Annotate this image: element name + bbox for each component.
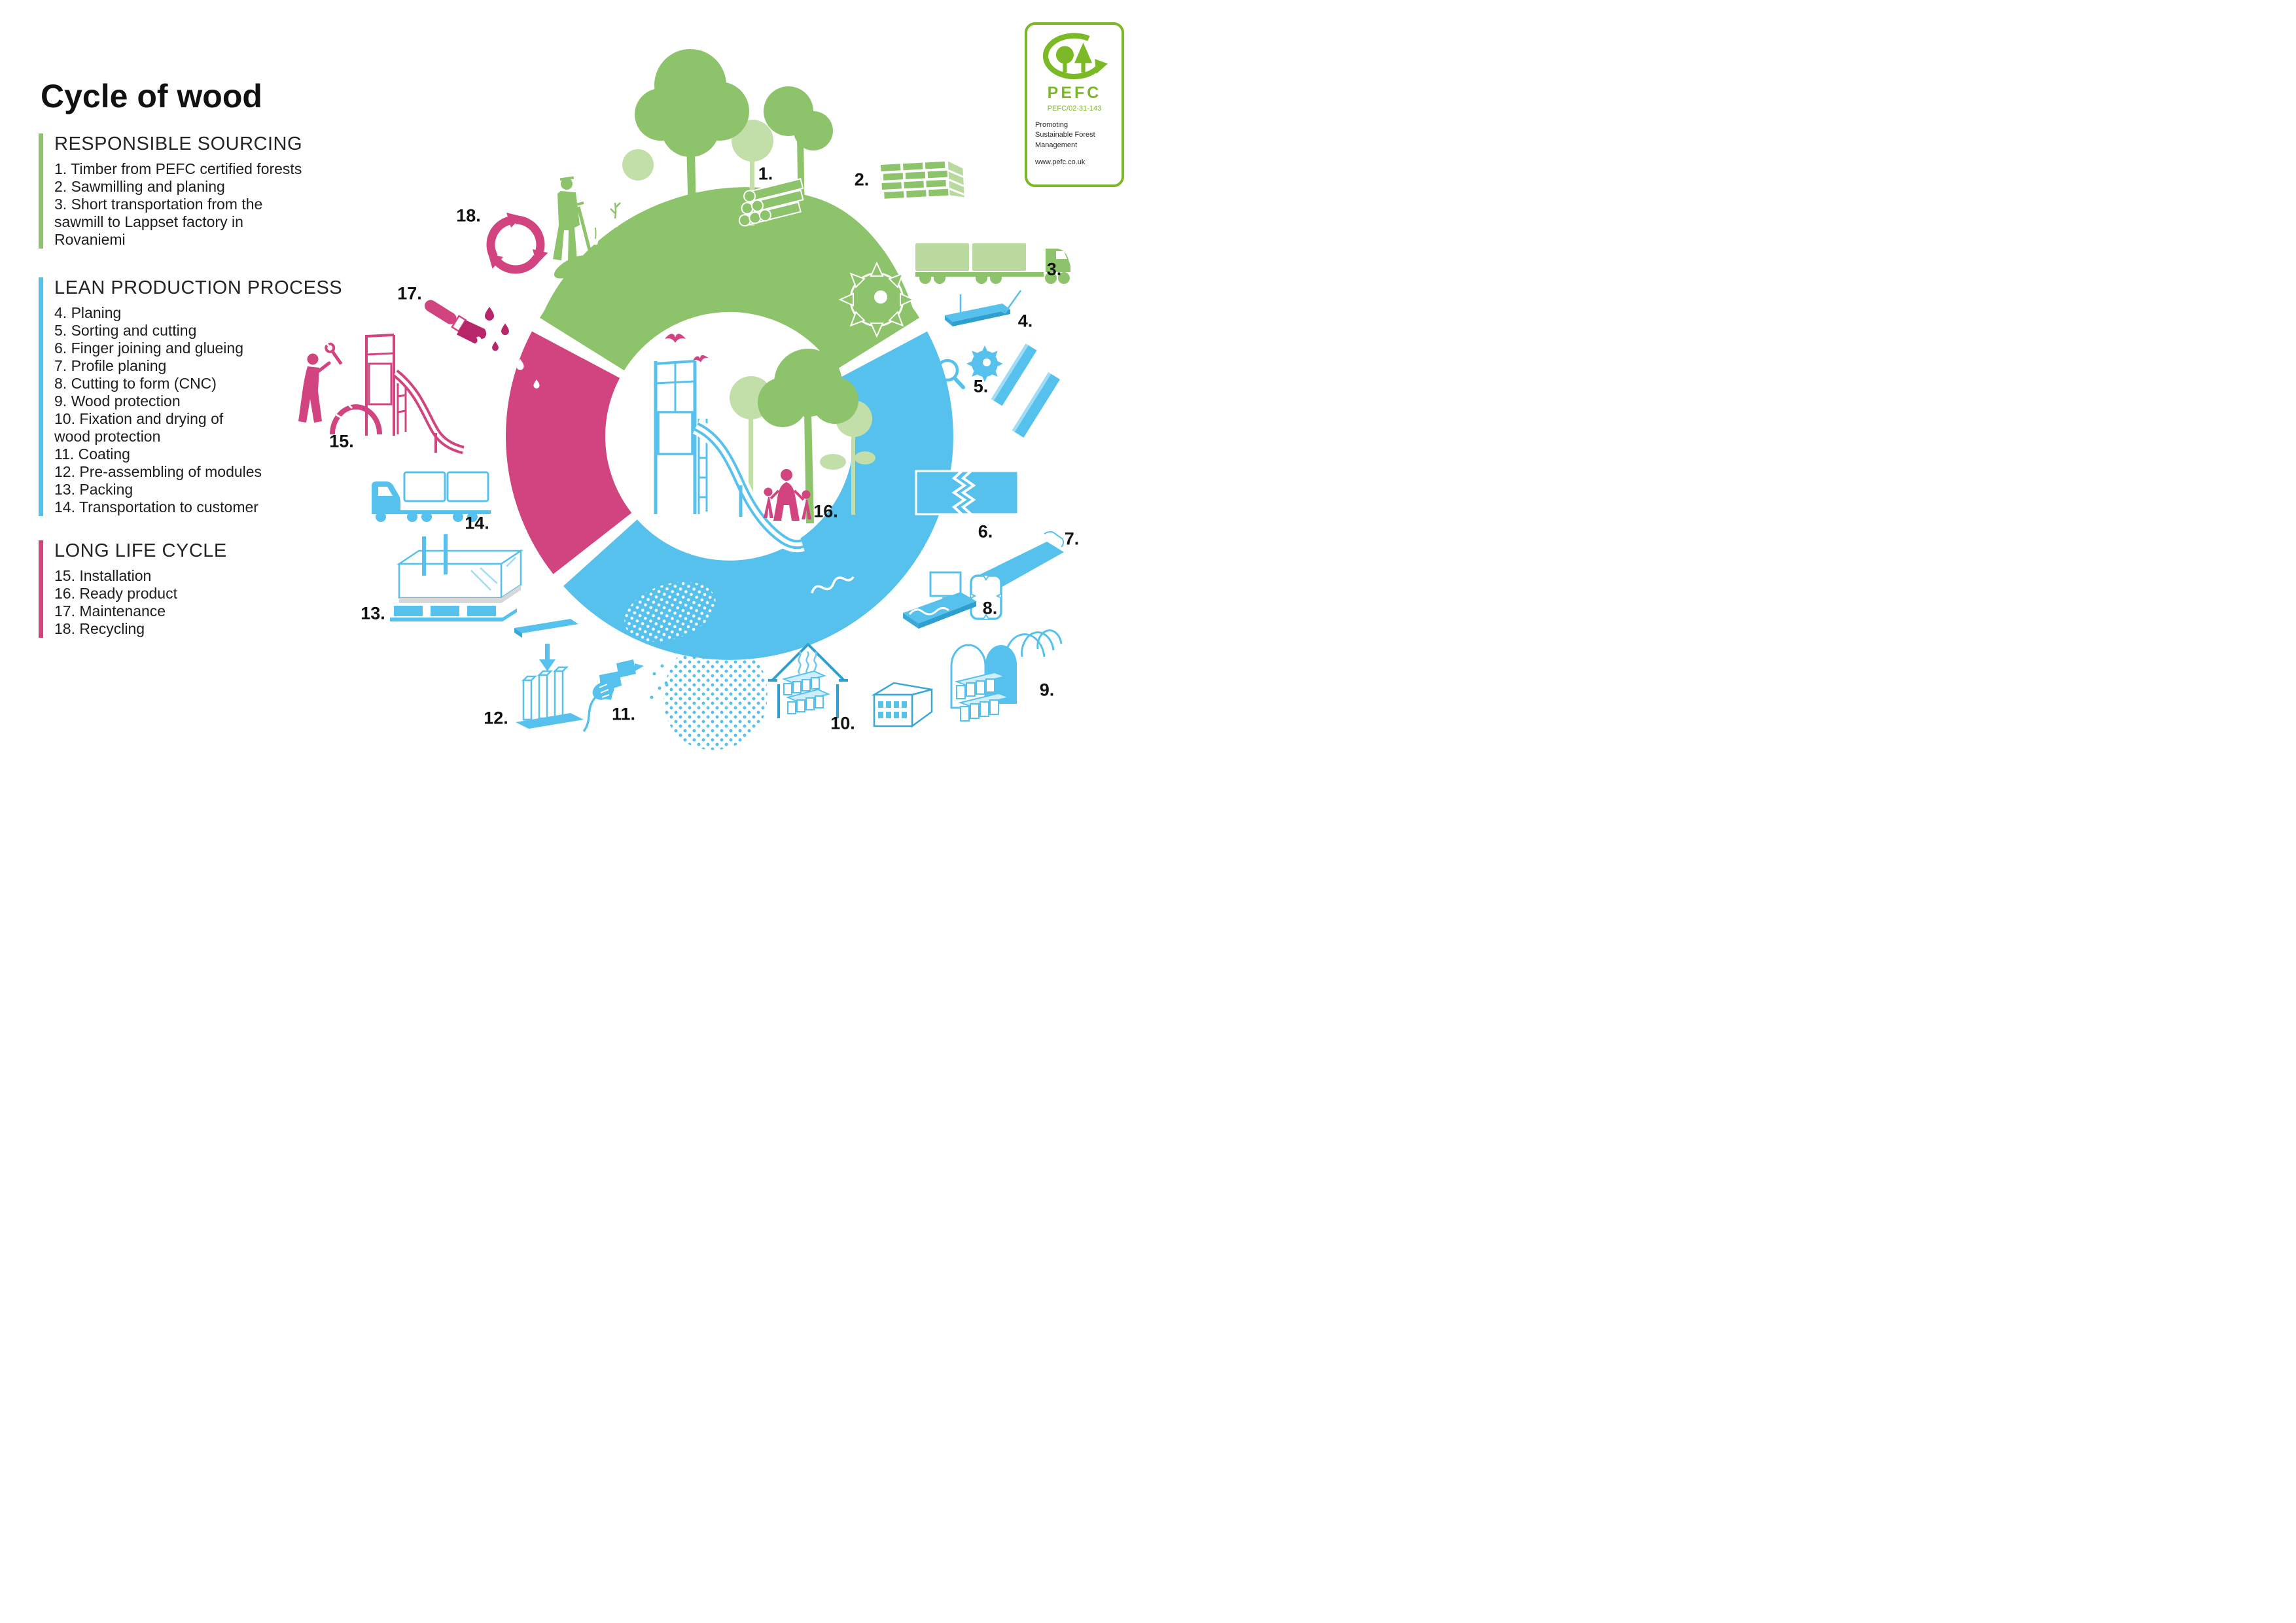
recycling-arrows-icon (485, 213, 556, 282)
forest-trees-icon (622, 49, 833, 226)
center-trees-icon (730, 349, 875, 523)
section-list: 1. Timber from PEFC certified forests 2.… (54, 160, 345, 249)
spray-gun-icon (582, 643, 768, 750)
factory-icon (871, 682, 933, 728)
step-label-4: 4. (1017, 311, 1033, 331)
legend-item: 14. Transportation to customer (54, 498, 258, 515)
step-label-9: 9. (1039, 680, 1055, 700)
spray-dots-on-ring (624, 582, 716, 642)
logs-icon (738, 178, 804, 227)
section-list: 4. Planing 5. Sorting and cutting 6. Fin… (54, 304, 345, 516)
infographic-page: Cycle of wood RESPONSIBLE SOURCING 1. Ti… (0, 0, 1148, 811)
legend-item: 2. Sawmilling and planing (54, 178, 225, 195)
step-label-18: 18. (456, 205, 481, 226)
finger-joint-icon (915, 470, 1019, 515)
step-label-12: 12. (484, 708, 508, 728)
sawmill-truck-icon (915, 243, 1070, 284)
pefc-tagline: Promoting Sustainable Forest Management (1035, 121, 1095, 149)
ring-pink-arc (506, 331, 633, 574)
center-playground-icon (654, 360, 805, 553)
cycle-diagram (298, 49, 1070, 750)
legend-item: 7. Profile planing (54, 357, 167, 374)
wood-protection-tunnel-icon (950, 629, 1063, 722)
legend-item: 12. Pre-assembling of modules (54, 463, 262, 480)
legend-item: 9. Wood protection (54, 393, 181, 410)
legend-item: 3. Short transportation from the sawmill… (54, 196, 263, 248)
legend-item: 8. Cutting to form (CNC) (54, 375, 217, 392)
legend-item: 1. Timber from PEFC certified forests (54, 160, 302, 177)
legend-item: 18. Recycling (54, 620, 145, 637)
family-icon (764, 469, 811, 521)
section-long-life-cycle: LONG LIFE CYCLE 15. Installation 16. Rea… (39, 540, 345, 638)
sorting-cutting-icon (936, 343, 1061, 438)
drying-house-icon (768, 643, 848, 718)
step-label-1: 1. (758, 164, 773, 184)
pefc-logo: PEFC PEFC/02-31-143 Promoting Sustainabl… (1025, 22, 1124, 187)
step-label-3: 3. (1046, 259, 1062, 279)
section-lean-production: LEAN PRODUCTION PROCESS 4. Planing 5. So… (39, 277, 345, 516)
legend-item: 6. Finger joining and glueing (54, 340, 243, 357)
page-title: Cycle of wood (41, 77, 262, 114)
step-label-11: 11. (611, 704, 636, 724)
forester-icon (553, 176, 621, 279)
pre-assembly-icon (514, 619, 584, 729)
pefc-website: www.pefc.co.uk (1035, 158, 1086, 167)
cnc-cutting-icon (903, 571, 976, 629)
pefc-trees-icon (1042, 33, 1108, 80)
legend-item: 13. Packing (54, 481, 133, 498)
step-label-2: 2. (854, 169, 870, 190)
section-heading: LONG LIFE CYCLE (54, 540, 227, 561)
section-responsible-sourcing: RESPONSIBLE SOURCING 1. Timber from PEFC… (39, 133, 345, 249)
step-label-15: 15. (329, 431, 354, 451)
legend-item: 10. Fixation and drying of wood protecti… (54, 410, 224, 445)
delivery-truck-icon (372, 471, 491, 522)
section-heading: RESPONSIBLE SOURCING (54, 133, 303, 154)
installation-icon (298, 334, 465, 455)
section-heading: LEAN PRODUCTION PROCESS (54, 277, 343, 298)
legend-item: 17. Maintenance (54, 602, 166, 620)
step-label-7: 7. (1064, 529, 1080, 549)
pefc-license-code: PEFC/02-31-143 (1047, 105, 1102, 113)
step-label-13: 13. (361, 603, 385, 623)
pefc-name: PEFC (1047, 84, 1102, 102)
section-list: 15. Installation 16. Ready product 17. M… (54, 567, 345, 638)
planing-icon (945, 290, 1022, 326)
packing-pallet-icon (390, 534, 524, 621)
step-label-8: 8. (982, 598, 998, 618)
profile-beam-icon (970, 531, 1065, 620)
legend-item: 4. Planing (54, 304, 122, 321)
ring-squiggle (811, 576, 855, 594)
legend-item: 16. Ready product (54, 585, 177, 602)
lumber-stack-icon (881, 161, 965, 199)
forest-hill (544, 187, 913, 312)
legend-item: 11. Coating (54, 445, 130, 462)
ring-green-arc (539, 212, 920, 372)
step-label-16: 16. (813, 501, 838, 521)
legend-item: 15. Installation (54, 567, 152, 584)
step-label-5: 5. (973, 376, 989, 396)
saw-blade-icon (839, 262, 914, 337)
step-label-6: 6. (978, 521, 993, 542)
step-label-14: 14. (465, 513, 489, 533)
step-label-17: 17. (397, 283, 422, 304)
step-label-10: 10. (830, 713, 855, 733)
swallow-icon (665, 334, 709, 362)
legend-item: 5. Sorting and cutting (54, 322, 197, 339)
paint-brush-icon (424, 300, 540, 389)
